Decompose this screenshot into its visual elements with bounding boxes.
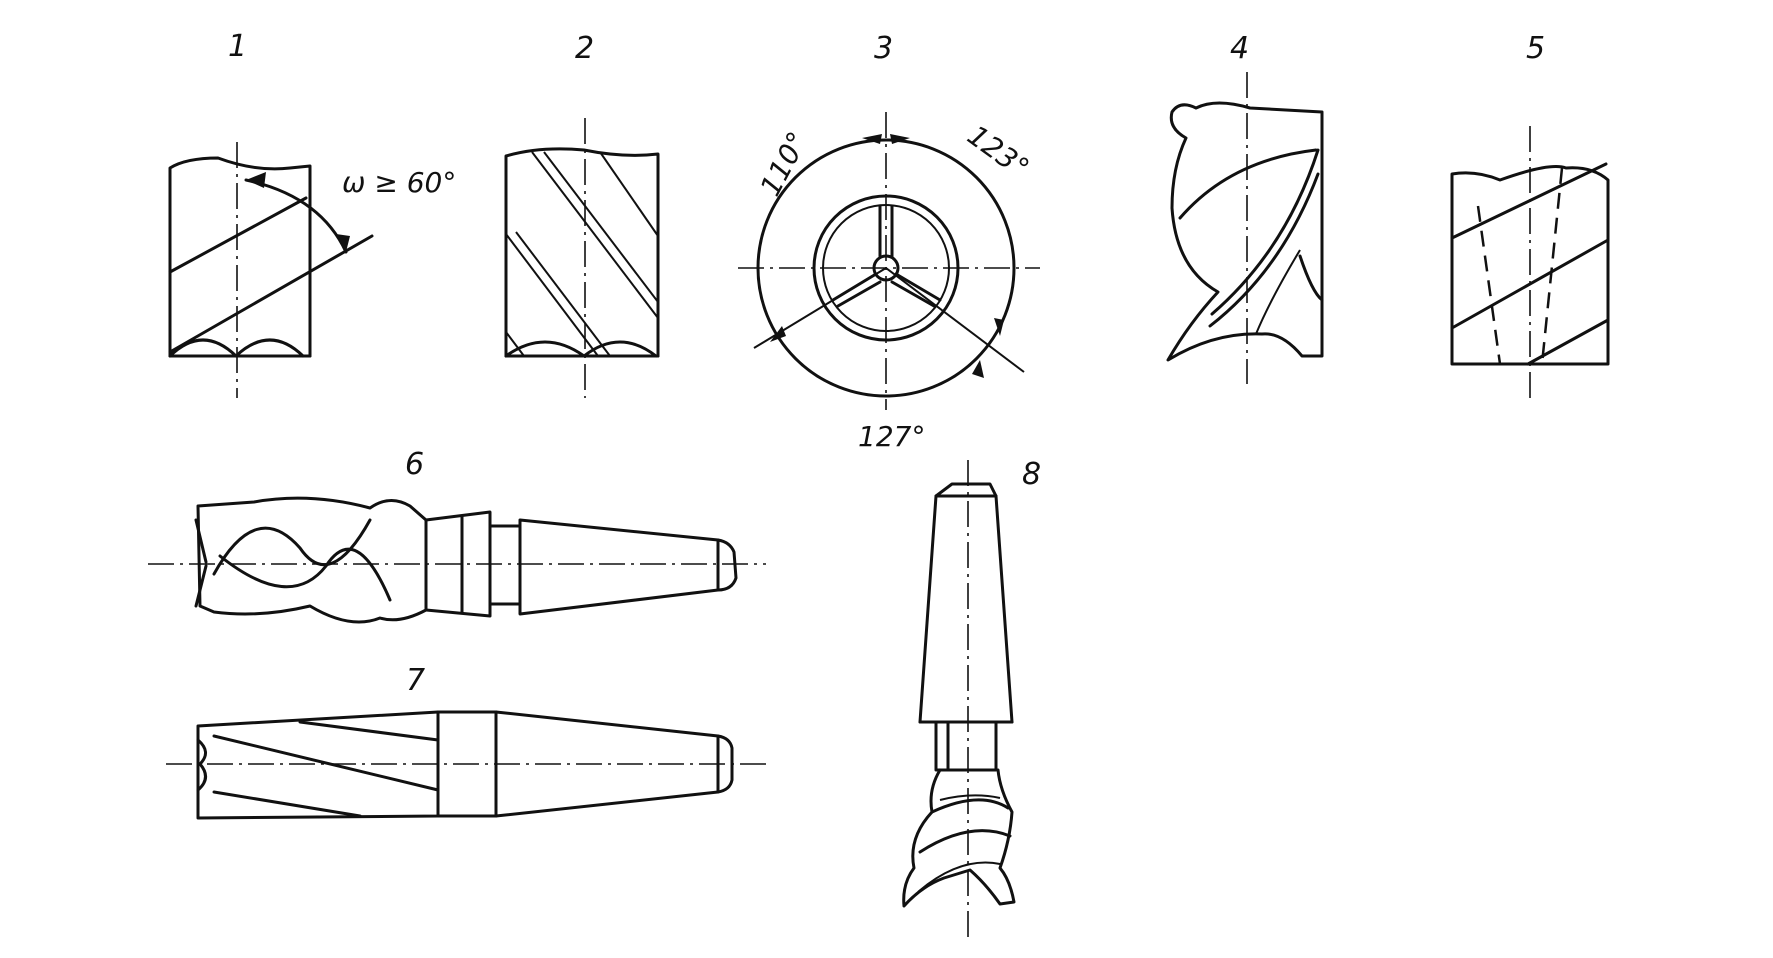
figure-5: 5 [1450,31,1610,404]
figure-3: 3 110° 123° 127° [738,31,1040,453]
figure-7-label: 7 [406,663,425,698]
figure-5-label: 5 [1526,31,1545,66]
figure-6-label: 6 [405,447,424,482]
angle-110-label: 110° [754,126,815,201]
figure-1: 1 ω ≥ 60° [168,29,456,398]
figure-4-label: 4 [1230,31,1249,66]
figure-4: 4 [1166,31,1324,384]
figure-8: 8 [902,457,1041,940]
figure-3-label: 3 [874,31,893,66]
angle-127-label: 127° [858,420,925,453]
figure-6: 6 [148,447,766,624]
figure-2-label: 2 [575,31,594,66]
helix-angle-label: ω ≥ 60° [342,166,456,199]
figure-1-label: 1 [228,29,247,64]
figure-2: 2 [504,31,660,398]
figure-8-label: 8 [1022,457,1041,492]
figure-7: 7 [166,663,766,820]
